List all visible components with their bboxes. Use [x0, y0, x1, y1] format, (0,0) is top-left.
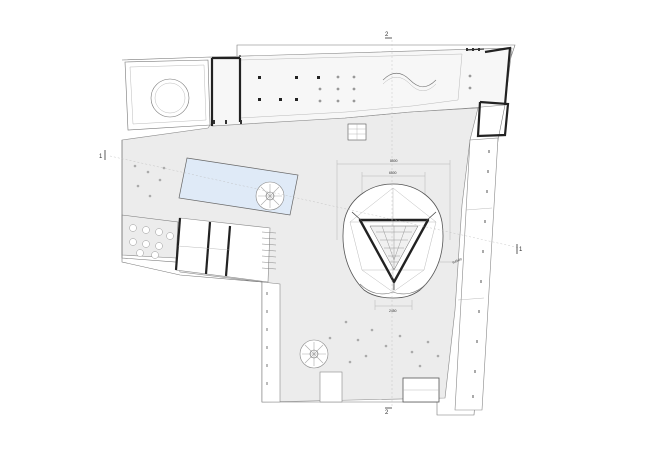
dimension-overall: 8500: [390, 159, 398, 163]
cafe-tables: [121, 214, 179, 263]
svg-text:2: 2: [385, 32, 389, 38]
central-pavilion: [336, 160, 452, 310]
tree-lower: [299, 339, 329, 369]
svg-text:1: 1: [99, 154, 103, 160]
dimension-bottom: 2450: [389, 309, 397, 313]
section-marker-right: 1: [516, 244, 523, 254]
dimension-inner: 6500: [389, 171, 397, 175]
south-wall: [261, 281, 440, 403]
top-gallery: [210, 46, 513, 138]
section-marker-left: 1: [99, 150, 106, 160]
seating-dots: [133, 164, 440, 368]
section-axes: [109, 40, 521, 408]
left-rooms: [174, 217, 277, 283]
section-marker-bottom: 2: [385, 407, 392, 416]
svg-text:2: 2: [385, 410, 389, 416]
svg-text:1: 1: [519, 247, 523, 253]
east-gallery: [454, 137, 499, 411]
round-room: [124, 59, 211, 131]
dimension-radius: R4500: [452, 257, 463, 265]
tree-upper: [255, 181, 285, 211]
section-marker-top: 2: [385, 32, 392, 39]
stair-block: [347, 123, 367, 141]
